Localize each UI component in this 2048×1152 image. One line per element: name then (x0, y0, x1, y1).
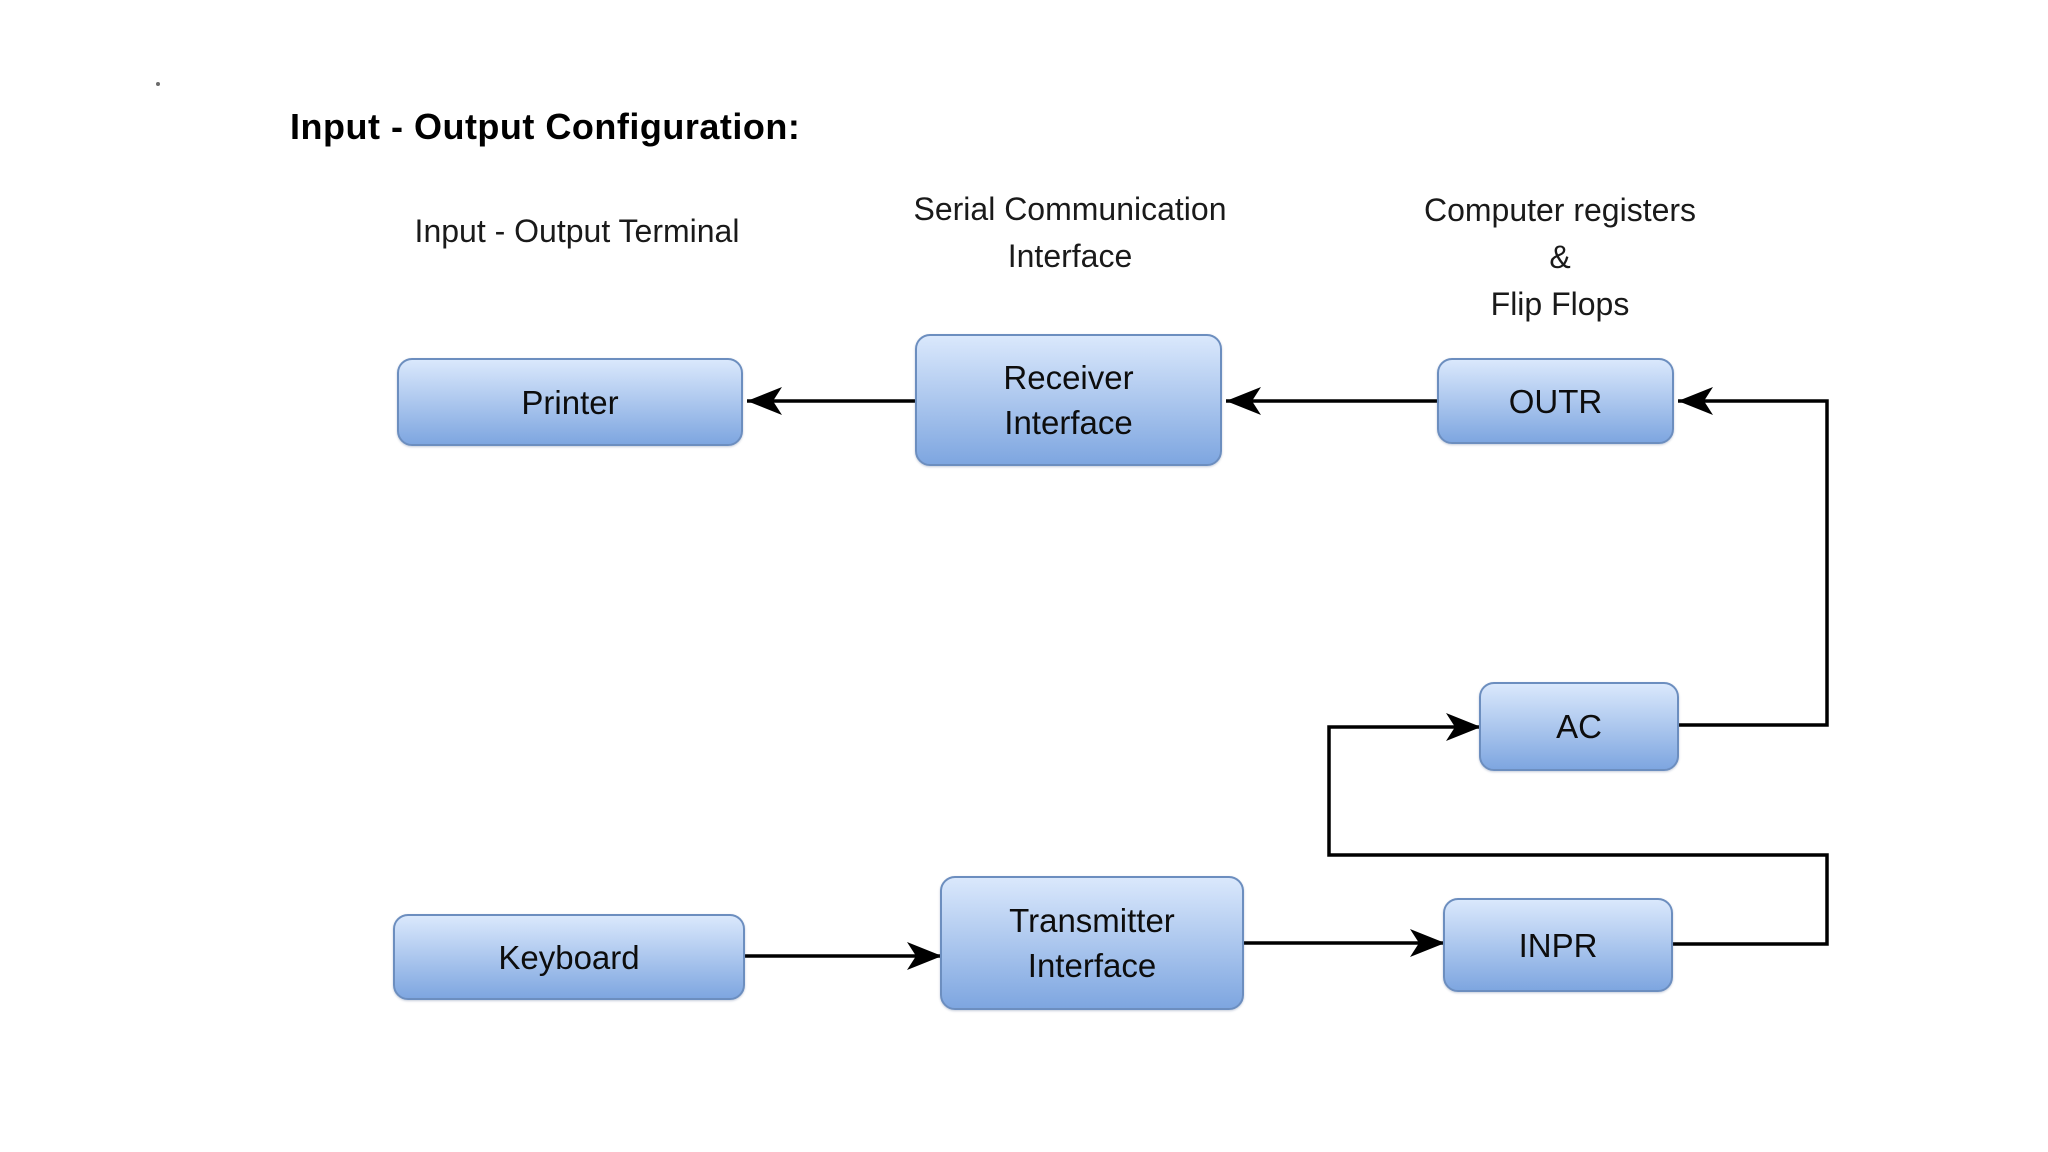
column-header-serial-communication: Serial Communication Interface (860, 186, 1280, 280)
node-printer: Printer (397, 358, 743, 446)
node-label: Keyboard (498, 938, 640, 976)
node-label: OUTR (1508, 382, 1603, 420)
node-label: Transmitter (1009, 902, 1175, 939)
node-keyboard: Keyboard (393, 914, 745, 1000)
column-header-io-terminal: Input - Output Terminal (377, 208, 777, 255)
node-inpr: INPR (1443, 898, 1673, 992)
column-header-line: & (1549, 239, 1571, 275)
column-header-line: Input - Output Terminal (414, 213, 740, 249)
column-header-computer-registers: Computer registers & Flip Flops (1370, 187, 1750, 328)
node-label: INPR (1518, 926, 1598, 964)
column-header-line: Computer registers (1423, 192, 1697, 228)
column-header-line: Serial Communication (913, 191, 1227, 227)
column-header-line: Flip Flops (1490, 286, 1630, 322)
arrow-inpr-to-ac (1327, 713, 1829, 946)
node-label: Receiver (1003, 359, 1134, 396)
column-header-line: Interface (1007, 238, 1133, 274)
node-outr: OUTR (1437, 358, 1674, 444)
node-transmitter-interface: Transmitter Interface (940, 876, 1244, 1010)
node-label: Printer (521, 383, 619, 421)
node-receiver-interface: Receiver Interface (915, 334, 1222, 466)
arrow-ac-to-outr (1678, 387, 1829, 727)
page-title: Input - Output Configuration: (290, 106, 801, 147)
artifact-dot (156, 82, 160, 86)
node-label: Interface (1027, 947, 1157, 984)
node-ac: AC (1479, 682, 1679, 771)
node-label: Interface (1004, 404, 1133, 441)
node-label: AC (1556, 708, 1602, 745)
